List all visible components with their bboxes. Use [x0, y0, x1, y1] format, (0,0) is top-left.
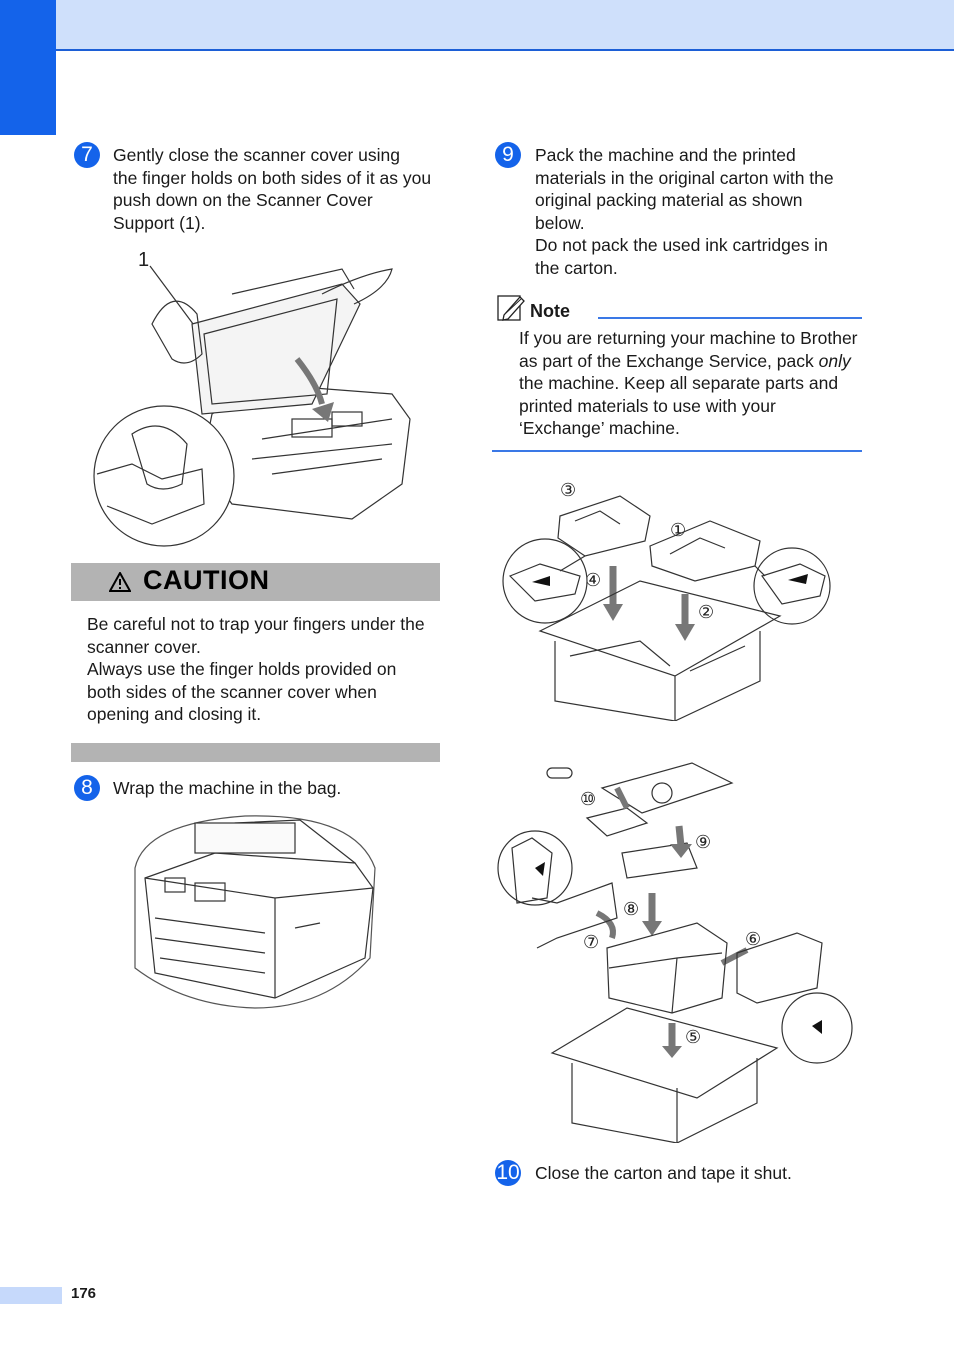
header-band	[0, 0, 954, 51]
callout-label-7: ⑦	[583, 932, 599, 953]
note-emphasis: only	[818, 350, 851, 371]
note-rule-bottom	[492, 450, 862, 452]
callout-label-3: ③	[560, 480, 576, 501]
chapter-tab	[0, 0, 56, 135]
step-8-text: Wrap the machine in the bag.	[113, 778, 342, 798]
scanner-cover-illustration: 1	[93, 249, 411, 547]
packing-diagram-top: ③ ① ④ ②	[502, 480, 831, 721]
page-number: 176	[71, 1285, 97, 1302]
callout-label-4: ④	[585, 570, 601, 591]
step-10-badge: 10	[495, 1160, 521, 1186]
callout-label-2: ②	[698, 602, 714, 623]
step-8-badge: 8	[74, 775, 100, 801]
step-9-badge: 9	[495, 142, 521, 168]
step-7-text: Gently close the scanner cover using the…	[113, 145, 432, 233]
caution-body: Be careful not to trap your fingers unde…	[87, 614, 425, 724]
note-text-after: the machine. Keep all separate parts and…	[519, 373, 839, 438]
callout-label-8: ⑧	[623, 899, 639, 920]
step-10-text: Close the carton and tape it shut.	[535, 1163, 792, 1183]
machine-in-bag-illustration	[134, 815, 376, 1009]
caution-footer-bar	[71, 743, 440, 762]
callout-label-9: ⑨	[695, 832, 711, 853]
callout-label-6: ⑥	[745, 929, 761, 950]
callout-label-1: 1	[138, 249, 149, 271]
note-pencil-icon	[497, 295, 525, 321]
note-body: If you are returning your machine to Bro…	[519, 327, 864, 440]
note-rule-top	[598, 317, 862, 319]
page-number-tab	[0, 1287, 62, 1304]
callout-label-10: ⑩	[580, 789, 596, 810]
note-title: Note	[530, 301, 570, 321]
step-7-badge: 7	[74, 142, 100, 168]
note-text-before: If you are returning your machine to Bro…	[519, 328, 858, 371]
warning-triangle-icon	[109, 572, 131, 592]
callout-label-5: ⑤	[685, 1027, 701, 1048]
callout-label-1-top: ①	[670, 520, 686, 541]
caution-header: CAUTION	[71, 563, 440, 601]
step-9-text: Pack the machine and the printed materia…	[535, 145, 834, 278]
caution-title: CAUTION	[143, 565, 270, 595]
packing-diagram-bottom: ⑩ ⑨ ⑧ ⑦ ⑥ ⑤	[497, 762, 853, 1143]
